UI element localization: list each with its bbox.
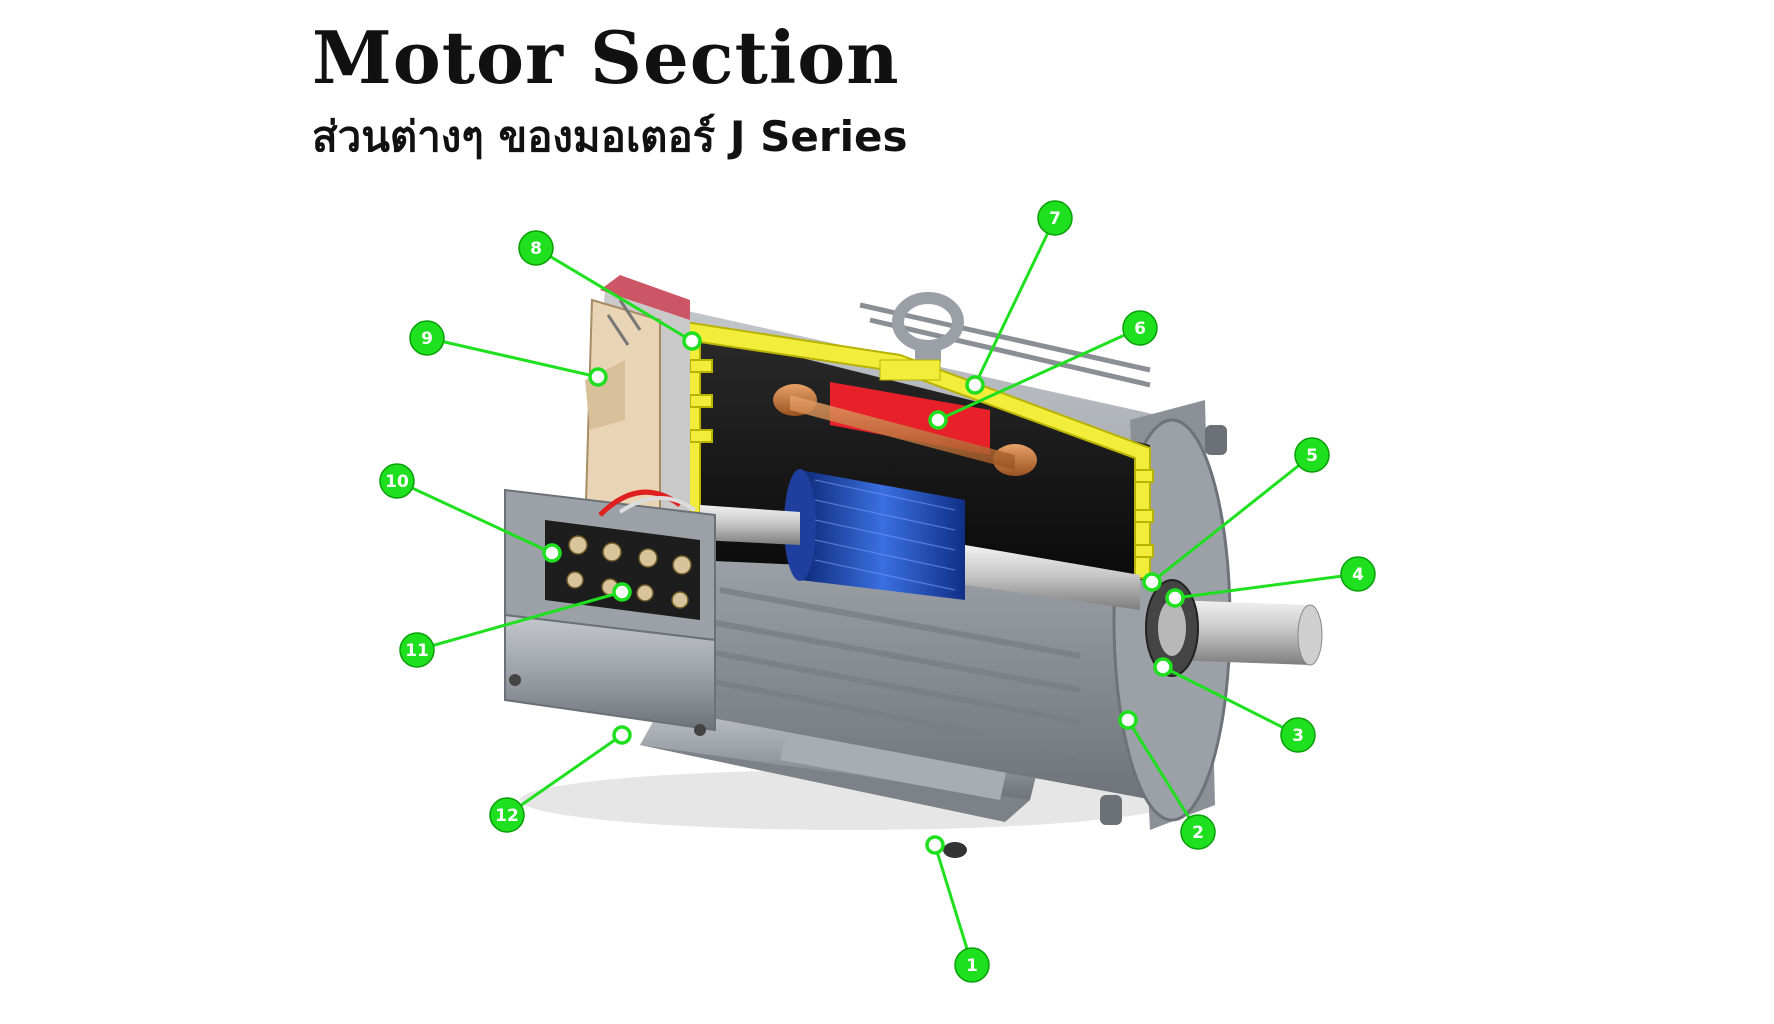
callout-4: 4 <box>1340 556 1376 592</box>
callout-9: 9 <box>409 320 445 356</box>
callout-7: 7 <box>1037 200 1073 236</box>
callout-11: 11 <box>399 632 435 668</box>
callout-9-label: 9 <box>421 329 433 349</box>
callout-8: 8 <box>518 230 554 266</box>
callout-2: 2 <box>1180 814 1216 850</box>
callout-7-label: 7 <box>1049 209 1061 229</box>
callout-1: 1 <box>954 947 990 983</box>
motor-illustration <box>504 275 1323 858</box>
callout-6: 6 <box>1122 310 1158 346</box>
callout-6-label: 6 <box>1134 319 1146 339</box>
callout-10-label: 10 <box>385 472 409 492</box>
callout-3: 3 <box>1280 717 1316 753</box>
callout-5: 5 <box>1294 437 1330 473</box>
callout-12: 12 <box>489 797 525 833</box>
callout-anchors <box>542 331 1185 855</box>
callout-8-label: 8 <box>530 239 542 259</box>
callout-10: 10 <box>379 463 415 499</box>
callout-1-label: 1 <box>966 956 978 976</box>
callout-badges: 1 2 3 4 5 6 7 8 <box>379 200 1376 983</box>
callout-leaders <box>396 217 1359 966</box>
callout-3-label: 3 <box>1292 726 1304 746</box>
page-title: Motor Section <box>312 15 900 100</box>
callout-4-label: 4 <box>1352 565 1364 585</box>
callout-2-label: 2 <box>1192 823 1204 843</box>
callout-5-label: 5 <box>1306 446 1318 466</box>
page-subtitle: ส่วนต่างๆ ของมอเตอร์ J Series <box>312 112 908 161</box>
callout-11-label: 11 <box>405 641 429 661</box>
callout-12-label: 12 <box>495 806 519 826</box>
